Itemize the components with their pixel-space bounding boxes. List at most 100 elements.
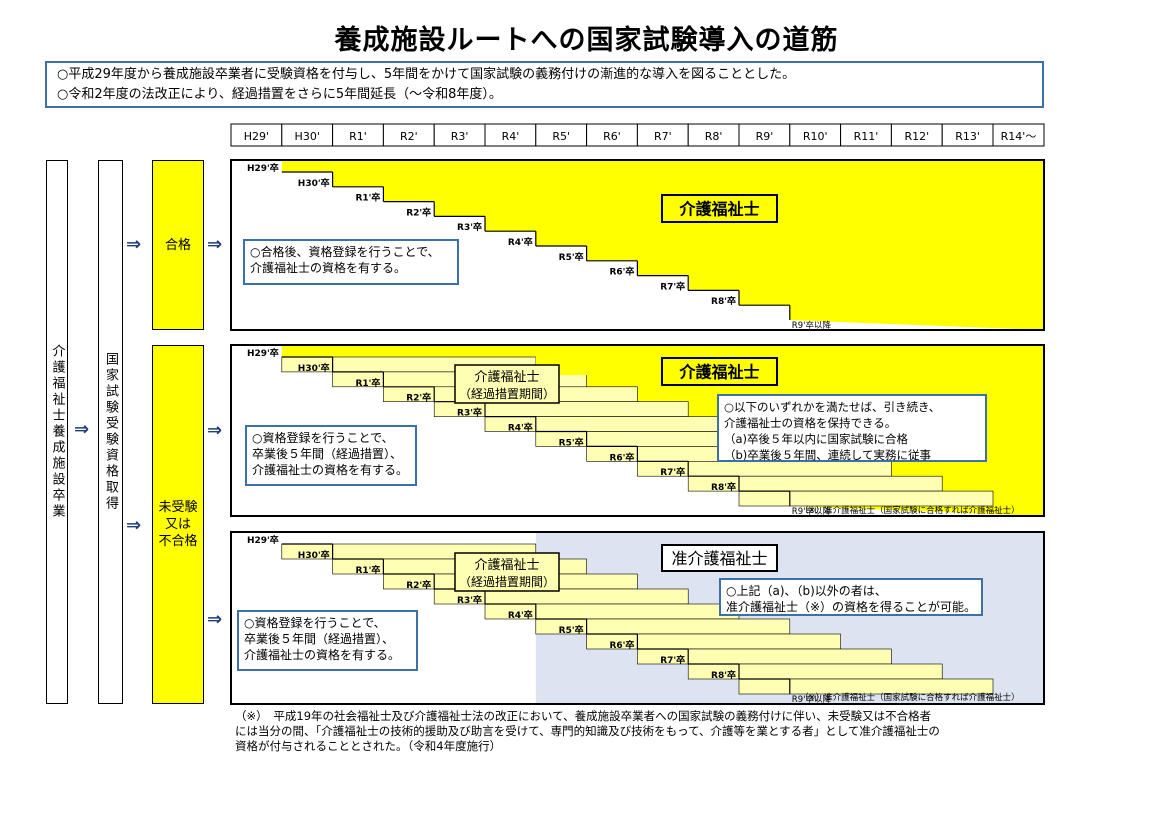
year-header-label: R8' <box>705 130 723 143</box>
fail-box: 未受験 又は 不合格 <box>152 345 204 704</box>
panel3-transition-box <box>454 552 560 592</box>
year-header-label: R4' <box>502 130 520 143</box>
footnote-line-1: （※） 平成19年の社会福祉士及び介護福祉士法の改正において、養成施設卒業者への… <box>235 709 932 723</box>
summary-box: ○平成29年度から養成施設卒業者に受験資格を付与し、5年間をかけて国家試験の義務… <box>45 61 1044 108</box>
footnote-line-3: 資格が付与されることとされた。（令和4年度施行） <box>235 739 502 753</box>
year-header-label: R1' <box>349 130 367 143</box>
graduation-label: R4'卒 <box>508 609 533 621</box>
graduation-label: R5'卒 <box>559 436 584 448</box>
graduation-label: H30'卒 <box>298 362 330 374</box>
transition-band <box>738 490 994 507</box>
footnote-line-2: には当分の間、「介護福祉士の技術的援助及び助言を受けて、専門的知識及び技術をもっ… <box>235 724 940 738</box>
graduation-label: R7'卒 <box>660 466 685 478</box>
panel2-label-box <box>661 357 778 386</box>
year-header-label: R12' <box>904 130 929 143</box>
year-header-label: R11' <box>854 130 879 143</box>
arrow-to-eligibility-icon: ⇒ <box>74 419 90 440</box>
graduation-label: H29'卒 <box>247 347 279 359</box>
graduation-label: R3'卒 <box>457 594 482 606</box>
graduation-label: R4'卒 <box>508 236 533 248</box>
graduation-label: R1'卒 <box>355 564 380 576</box>
panel3-label-text: 准介護福祉士 <box>671 549 767 568</box>
year-header-label: R3' <box>451 130 469 143</box>
panel2-conditions-line: （a)卒後５年以内に国家試験に合格 <box>724 432 909 446</box>
panel3-label-box <box>661 544 778 572</box>
after-label: R9'卒以降 <box>792 320 832 331</box>
panel3-conditions-box <box>719 578 983 616</box>
graduation-label: H30'卒 <box>298 549 330 561</box>
summary-line-1: ○平成29年度から養成施設卒業者に受験資格を付与し、5年間をかけて国家試験の義務… <box>57 67 796 82</box>
graduation-label: R5'卒 <box>559 624 584 636</box>
graduation-label: R8'卒 <box>711 669 736 681</box>
graduation-label: H29'卒 <box>247 162 279 174</box>
arrow-to-pass-icon: ⇒ <box>126 234 142 255</box>
year-header-label: R9' <box>756 130 774 143</box>
panel2-note-line: ○資格登録を行うことで、 <box>252 430 394 445</box>
panel-frame <box>230 159 1045 331</box>
year-header-label: R7' <box>654 130 672 143</box>
graduation-label: H29'卒 <box>247 534 279 546</box>
after-label: R9'卒以降 <box>792 506 832 517</box>
footnote: （※） 平成19年の社会福祉士及び介護福祉士法の改正において、養成施設卒業者への… <box>235 709 1055 754</box>
graduation-label: R1'卒 <box>355 192 380 204</box>
panel2-conditions-line: （b)卒業後５年間、連続して実務に従事 <box>724 448 931 462</box>
panel2-note-line: 卒業後５年間（経過措置）、 <box>252 447 402 461</box>
year-header-label: R2' <box>400 130 418 143</box>
fail-label-line-1: 未受験 <box>158 500 198 515</box>
year-header-label: H30' <box>295 130 320 143</box>
panel1-note-line: 介護福祉士の資格を有する。 <box>250 260 406 275</box>
page-title: 養成施設ルートへの国家試験導入の道筋 <box>334 25 839 56</box>
graduate-column-label: 介護福祉士養成施設卒業 <box>49 344 65 520</box>
arrow-to-fail-icon: ⇒ <box>126 515 142 536</box>
panel2-label-text: 介護福祉士 <box>678 363 759 382</box>
panel1-note-line: ○合格後、資格登録を行うことで、 <box>250 244 440 259</box>
year-header-label: R13' <box>955 130 980 143</box>
panel1-yellow-staircase <box>281 160 1044 330</box>
panel2-transition-box <box>454 364 560 404</box>
panel3-note-line: ○資格登録を行うことで、 <box>244 615 386 630</box>
graduation-label: R2'卒 <box>406 392 431 404</box>
graduation-label: R3'卒 <box>457 407 482 419</box>
fail-label-line-2: 又は <box>164 517 191 532</box>
graduation-label: R8'卒 <box>711 481 736 493</box>
year-header-label: R14'～ <box>1001 130 1037 143</box>
panel3-asterisk-note: （※）准介護福祉士（国家試験に合格すれば介護福祉士） <box>800 692 1020 703</box>
after-label: R9'卒以降 <box>792 694 832 705</box>
graduation-label: R6'卒 <box>609 639 634 651</box>
panel3-transition-line-1: 介護福祉士 <box>474 557 539 573</box>
panel2-conditions-box <box>717 394 987 462</box>
graduation-label: R2'卒 <box>406 206 431 218</box>
panel2-conditions-line: 介護福祉士の資格を保持できる。 <box>724 416 896 430</box>
arrow-to-panel2-icon: ⇒ <box>207 420 223 441</box>
panel-frame <box>230 531 1045 705</box>
panel3-note-line: 介護福祉士の資格を有する。 <box>244 647 400 662</box>
graduation-label: R2'卒 <box>406 579 431 591</box>
panel2-transition-line-1: 介護福祉士 <box>474 369 539 385</box>
panel1-note-box <box>243 239 459 285</box>
year-header-label: R5' <box>552 130 570 143</box>
eligibility-column-label: 国家試験受験資格取得 <box>103 352 118 512</box>
graduation-label: H30'卒 <box>298 177 330 189</box>
summary-line-2: ○令和2年度の法改正により、経過措置をさらに5年間延長（～令和8年度）。 <box>57 87 502 102</box>
graduate-column: 介護福祉士養成施設卒業 <box>46 160 68 704</box>
panel2-asterisk-note: （※）准介護福祉士（国家試験に合格すれば介護福祉士） <box>800 505 1020 516</box>
eligibility-column: 国家試験受験資格取得 <box>98 160 123 704</box>
panel3-transition-line-2: （経過措置期間） <box>459 575 555 589</box>
transition-band <box>738 678 994 695</box>
graduation-label: R5'卒 <box>559 251 584 263</box>
year-header-label: H29' <box>244 130 269 143</box>
year-header-label: R6' <box>603 130 621 143</box>
graduation-label: R4'卒 <box>508 422 533 434</box>
year-header-cell <box>992 123 1045 147</box>
panel2-note-box <box>245 425 417 486</box>
graduation-label: R6'卒 <box>609 266 634 278</box>
graduation-label: R6'卒 <box>609 451 634 463</box>
panel2-top-yellow <box>535 345 1044 375</box>
fail-label-line-3: 不合格 <box>158 534 198 549</box>
graduation-label: R7'卒 <box>660 654 685 666</box>
panel1-label-text: 介護福祉士 <box>678 200 759 219</box>
panel1-label-box <box>661 194 778 223</box>
pass-box: 合格 <box>152 160 204 330</box>
panel3-note-line: 卒業後５年間（経過措置）、 <box>244 632 394 646</box>
